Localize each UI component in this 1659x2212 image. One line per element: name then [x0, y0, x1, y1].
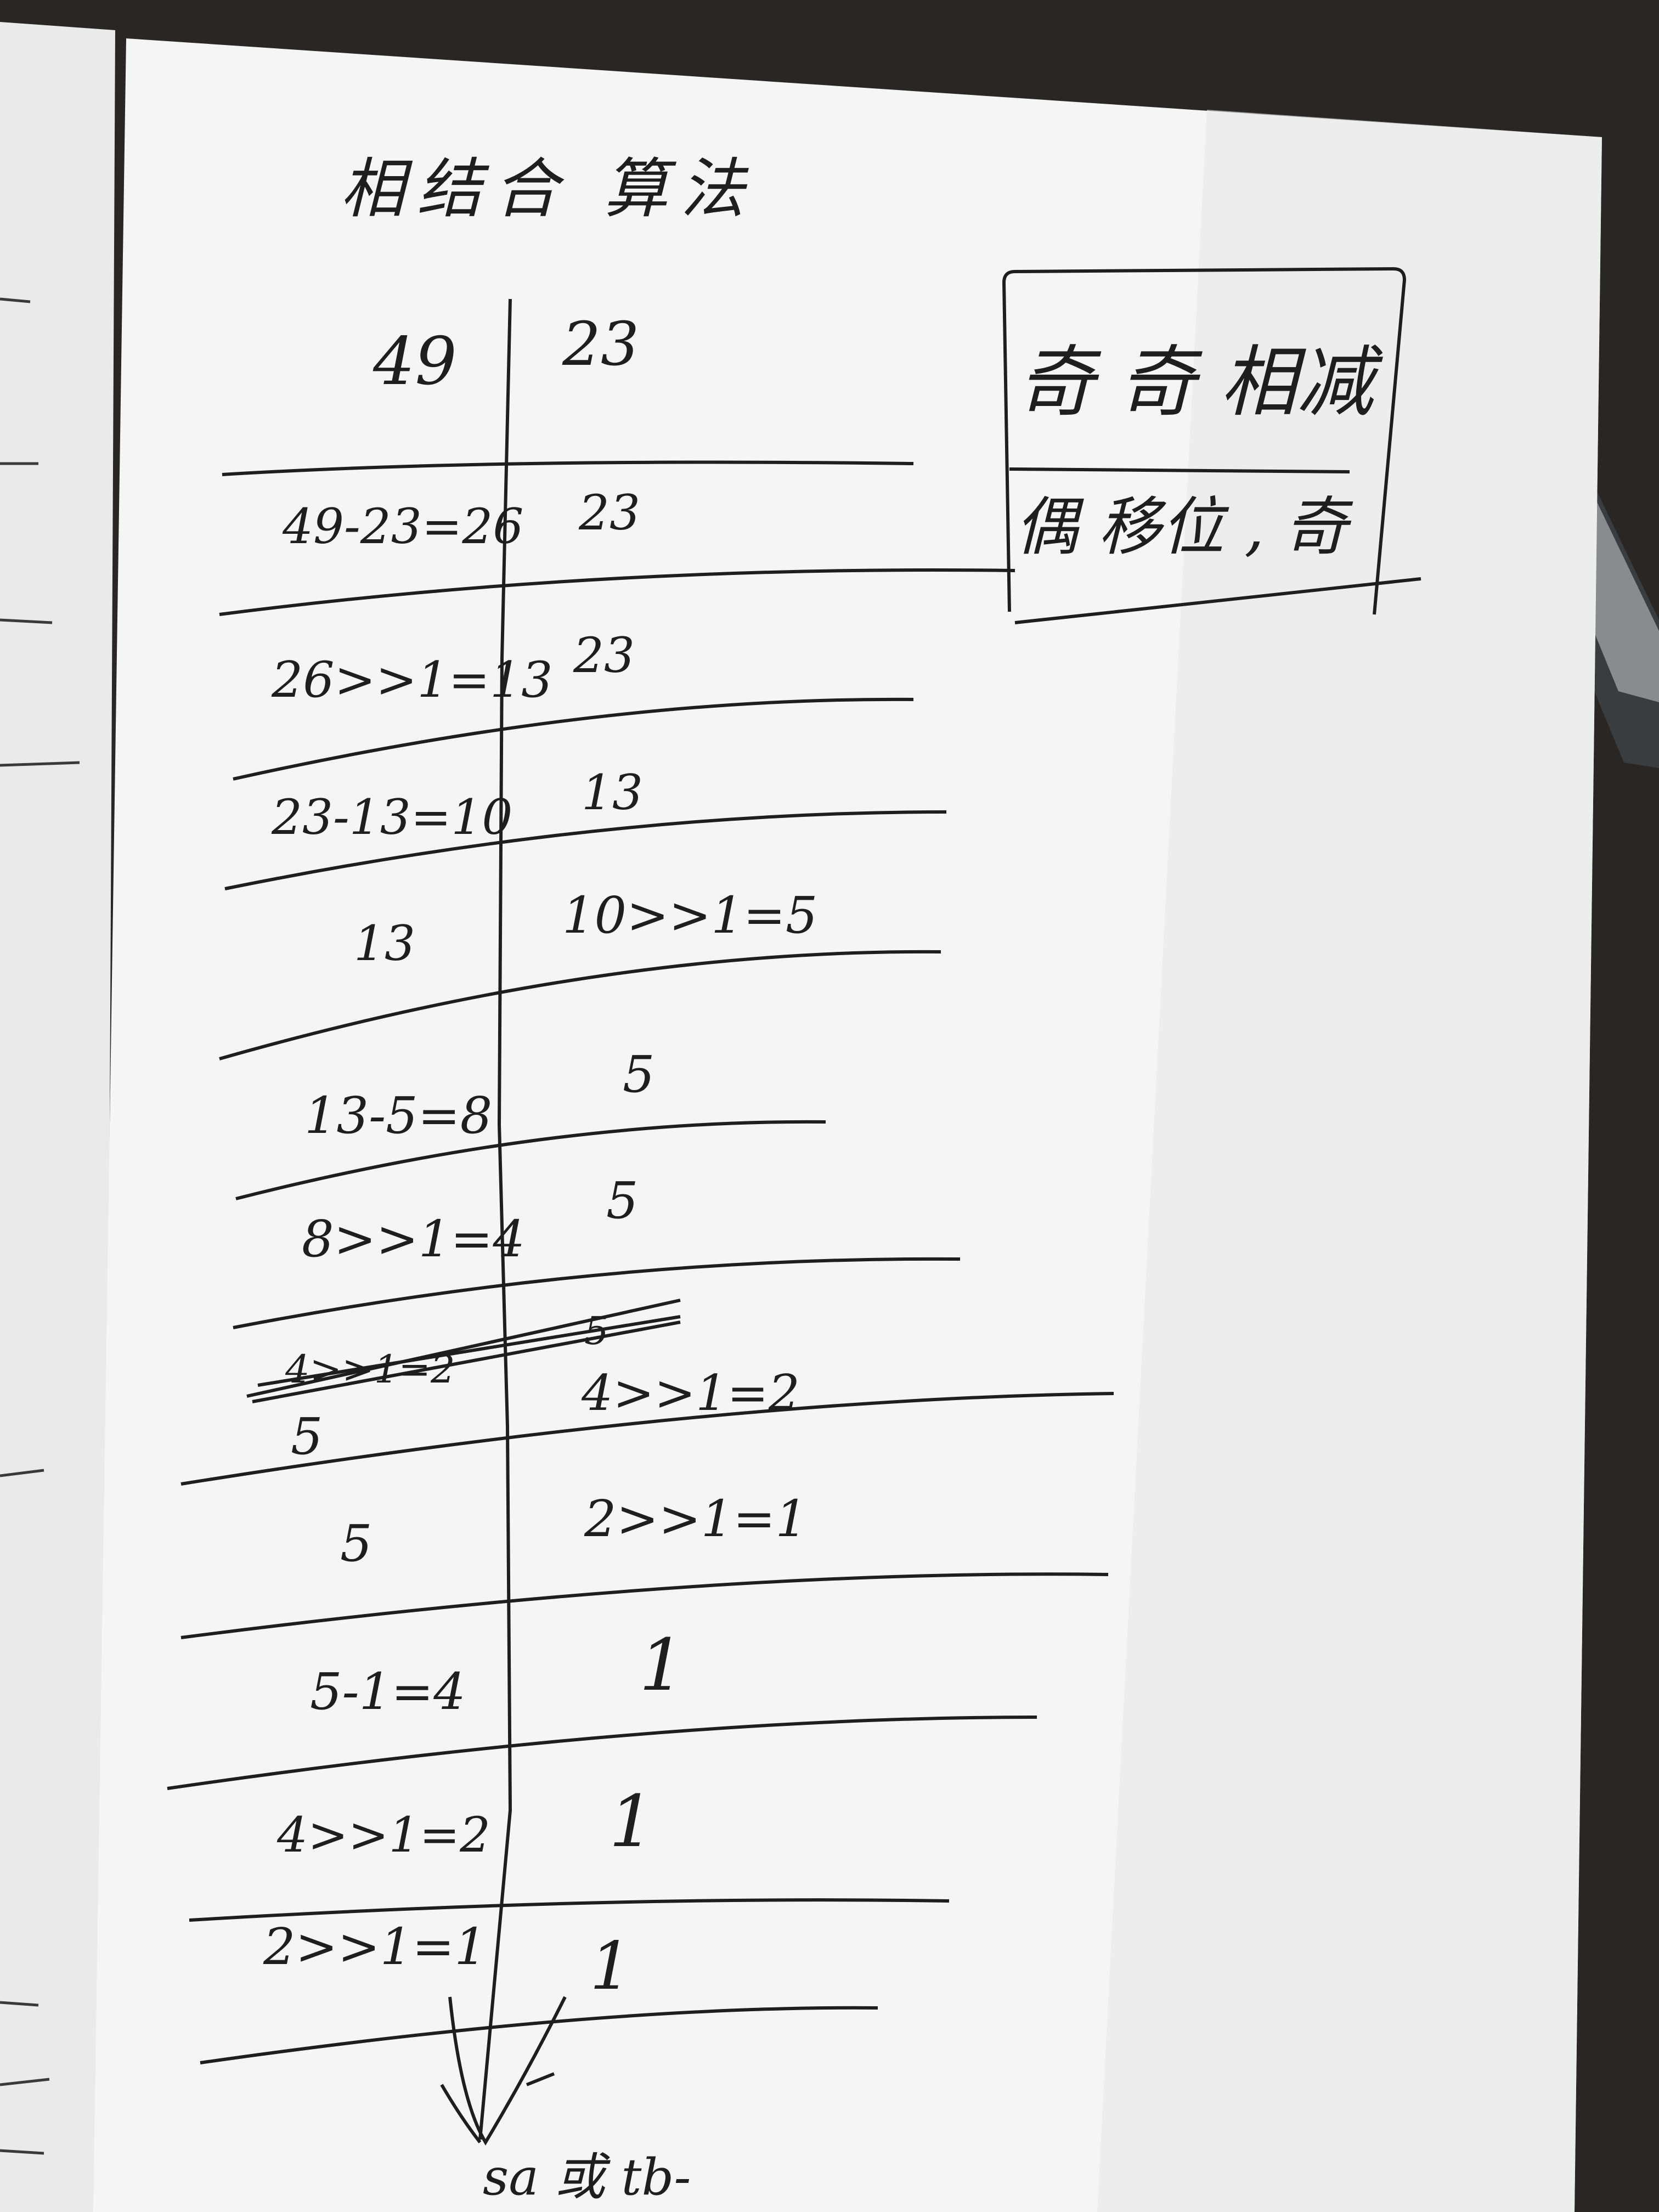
note-footer: sa 或 tb- — [483, 2148, 691, 2207]
row-3-left: 23-13=10 — [271, 789, 512, 845]
strikethrough — [246, 1299, 681, 1403]
rule-box-line2: 偶 移位 , 奇 — [1015, 490, 1353, 564]
underlying-notebook-page — [0, 22, 115, 2212]
row-12-right: 1 — [590, 1928, 631, 2005]
row-7-right-struck: 5 — [584, 1308, 609, 1353]
row-0-left: 49 — [373, 324, 457, 400]
row-3-right: 13 — [582, 764, 643, 821]
row-8-left: 5 — [291, 1407, 323, 1466]
row-10-left: 5-1=4 — [310, 1662, 466, 1721]
row-6-right: 5 — [606, 1171, 639, 1230]
row-5-left: 13-5=8 — [304, 1086, 492, 1145]
row-0-right: 23 — [562, 309, 639, 379]
row-10-right: 1 — [639, 1623, 685, 1707]
row-11-left: 4>>1=2 — [276, 1807, 490, 1863]
rule-box-line1: 奇 奇 相减 — [1018, 338, 1383, 427]
notebook-ruled-lines — [0, 297, 80, 2155]
column-divider — [478, 298, 512, 2140]
note-title: 相结合 算法 — [340, 151, 757, 227]
row-12-left: 2>>1=1 — [263, 1917, 487, 1976]
row-1-right: 23 — [578, 484, 640, 541]
row-2-left: 26>>1=13 — [271, 651, 553, 709]
row-11-right: 1 — [609, 1780, 654, 1863]
row-2-right: 23 — [573, 627, 635, 684]
row-7-left-struck: 4>>1=2 — [285, 1347, 455, 1392]
row-8-right: 4>>1=2 — [581, 1364, 800, 1422]
svg-text:相结合 算法: 相结合 算法 — [340, 151, 757, 227]
rule-box — [1002, 267, 1421, 624]
row-9-right: 2>>1=1 — [584, 1489, 808, 1548]
computation-table: 49 23 49-23=26 23 26>>1=13 23 23-13=10 1… — [263, 309, 817, 2005]
arrow-head — [440, 1996, 567, 2146]
row-5-right: 5 — [623, 1045, 655, 1104]
row-9-left: 5 — [340, 1514, 373, 1573]
row-4-left: 13 — [354, 915, 415, 972]
row-1-left: 49-23=26 — [282, 498, 523, 555]
row-6-left: 8>>1=4 — [302, 1210, 525, 1268]
paper-shadow — [1097, 110, 1602, 2212]
row-4-right: 10>>1=5 — [562, 886, 817, 945]
row-lines — [167, 460, 1114, 2064]
